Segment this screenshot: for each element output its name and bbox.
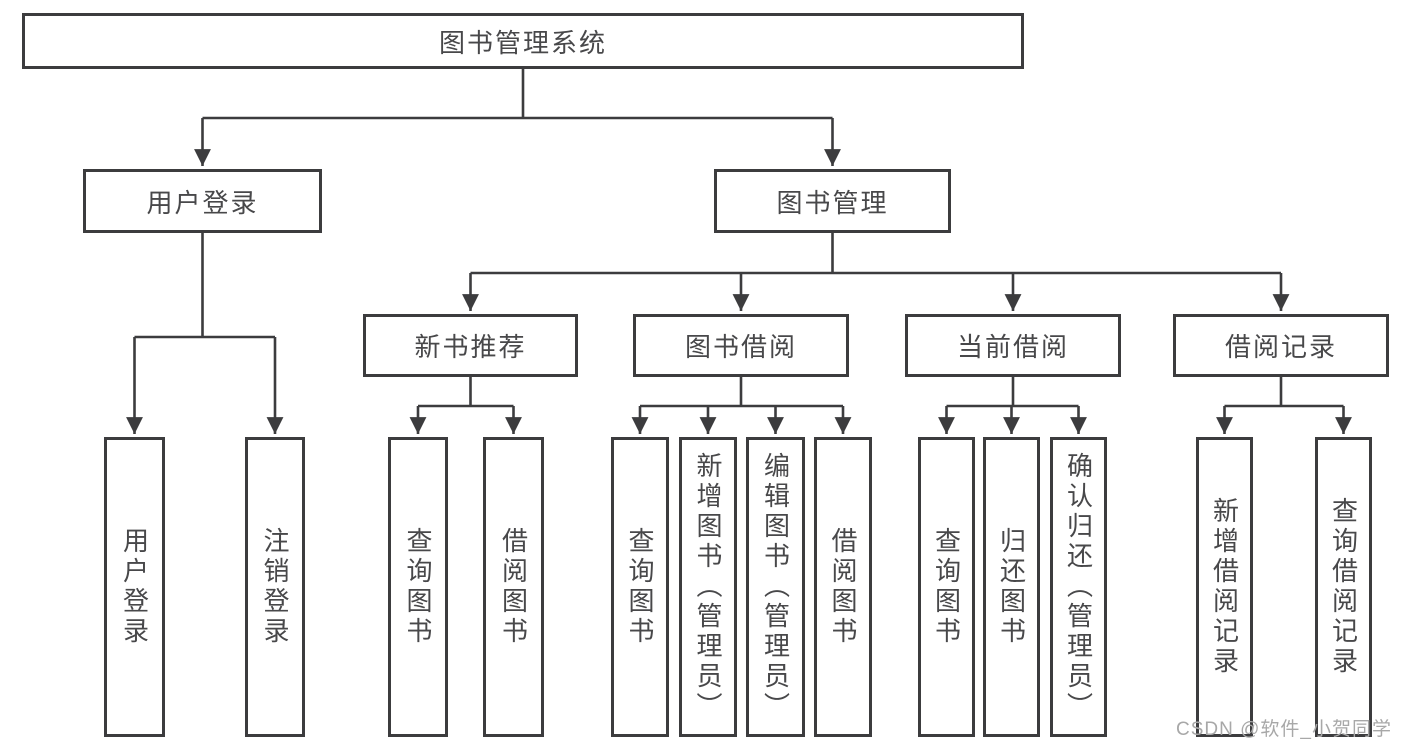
- node-new-book-recommend-label: 新书推荐: [414, 332, 527, 362]
- node-user-login-label: 用户登录: [146, 187, 259, 218]
- node-leaf-borrow-books-1: 借阅图书: [483, 437, 544, 737]
- trunk-book-management: [470, 233, 1281, 275]
- node-leaf-query-books-2-label: 查询图书: [625, 527, 655, 647]
- node-leaf-add-books-admin: 新增图书（管理员）: [679, 437, 737, 737]
- csdn-watermark: CSDN @软件_小贺同学: [1176, 719, 1392, 740]
- trunk-borrowing-records: [1224, 377, 1344, 408]
- node-book-management: 图书管理: [714, 169, 951, 233]
- node-leaf-add-borrow-record-label: 新增借阅记录: [1209, 497, 1240, 677]
- node-leaf-return-books: 归还图书: [983, 437, 1040, 737]
- node-leaf-query-borrow-record: 查询借阅记录: [1315, 437, 1372, 737]
- node-leaf-confirm-return-admin: 确认归还（管理员）: [1050, 437, 1107, 737]
- node-leaf-query-books-3-label: 查询图书: [931, 527, 962, 647]
- node-leaf-query-borrow-record-label: 查询借阅记录: [1328, 497, 1359, 677]
- trunk-root: [202, 69, 833, 120]
- node-leaf-query-books-2: 查询图书: [611, 437, 669, 737]
- node-book-management-label: 图书管理: [776, 187, 889, 218]
- node-user-login: 用户登录: [83, 169, 322, 233]
- node-leaf-query-books-1: 查询图书: [388, 437, 448, 737]
- trunk-user-login: [134, 233, 275, 339]
- node-leaf-logout-label: 注销登录: [260, 527, 290, 647]
- node-leaf-borrow-books-1-label: 借阅图书: [498, 527, 529, 647]
- node-borrowing-records: 借阅记录: [1173, 314, 1389, 377]
- node-leaf-query-books-1-label: 查询图书: [403, 527, 433, 647]
- node-book-borrowing-label: 图书借阅: [684, 332, 797, 362]
- trunk-new-book-recommend: [418, 377, 514, 408]
- node-library-management-system-label: 图书管理系统: [438, 27, 607, 58]
- node-borrowing-records-label: 借阅记录: [1224, 332, 1337, 362]
- node-leaf-edit-books-admin-label: 编辑图书（管理员）: [760, 452, 791, 722]
- node-leaf-logout: 注销登录: [245, 437, 305, 737]
- node-leaf-user-login-label: 用户登录: [119, 527, 150, 647]
- node-leaf-borrow-books-2: 借阅图书: [814, 437, 872, 737]
- node-library-management-system: 图书管理系统: [22, 13, 1024, 69]
- node-leaf-add-books-admin-label: 新增图书（管理员）: [693, 452, 723, 722]
- trunk-book-borrowing: [640, 377, 843, 408]
- node-leaf-return-books-label: 归还图书: [996, 527, 1027, 647]
- node-book-borrowing: 图书借阅: [633, 314, 849, 377]
- node-leaf-add-borrow-record: 新增借阅记录: [1196, 437, 1253, 737]
- trunk-current-borrowing: [946, 377, 1079, 408]
- node-leaf-user-login: 用户登录: [104, 437, 165, 737]
- node-new-book-recommend: 新书推荐: [363, 314, 578, 377]
- node-leaf-confirm-return-admin-label: 确认归还（管理员）: [1063, 452, 1094, 722]
- node-current-borrowing: 当前借阅: [905, 314, 1121, 377]
- node-leaf-borrow-books-2-label: 借阅图书: [828, 527, 858, 647]
- node-current-borrowing-label: 当前借阅: [956, 332, 1069, 362]
- node-leaf-query-books-3: 查询图书: [918, 437, 975, 737]
- node-leaf-edit-books-admin: 编辑图书（管理员）: [746, 437, 805, 737]
